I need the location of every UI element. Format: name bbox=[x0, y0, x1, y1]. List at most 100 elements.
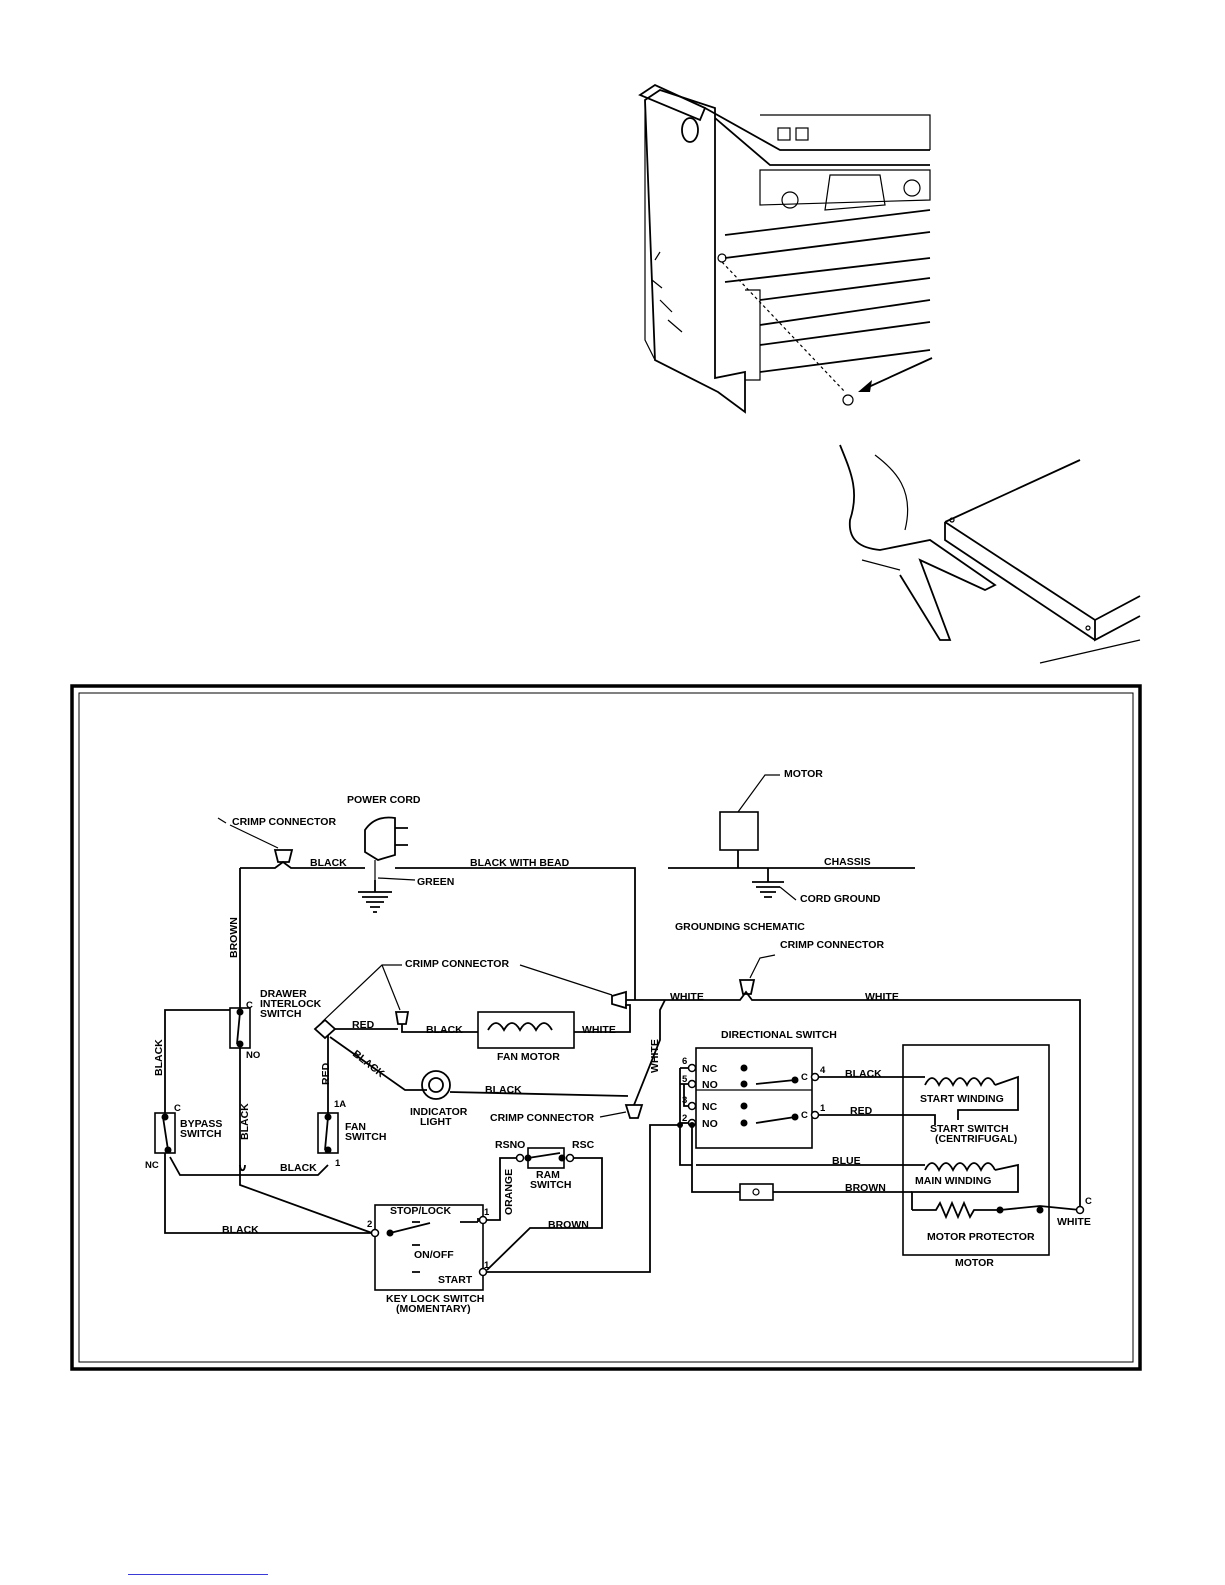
bypass-c-label: C bbox=[174, 1103, 181, 1114]
black-label-6: BLACK bbox=[845, 1068, 882, 1080]
fan-label: FAN bbox=[345, 1121, 366, 1133]
brown-label-2: BROWN bbox=[548, 1219, 589, 1231]
dir-4-label: 4 bbox=[820, 1065, 826, 1076]
fan-motor-label: FAN MOTOR bbox=[497, 1051, 560, 1063]
directional-switch-label: DIRECTIONAL SWITCH bbox=[721, 1029, 837, 1041]
crimp-connector-label-1: CRIMP CONNECTOR bbox=[232, 816, 336, 828]
black-label-2: BLACK bbox=[280, 1162, 317, 1174]
power-cord-label: POWER CORD bbox=[347, 794, 421, 806]
centrifugal-label: (CENTRIFUGAL) bbox=[935, 1133, 1017, 1145]
ground-symbol bbox=[358, 880, 392, 913]
fan-motor bbox=[477, 1011, 575, 1049]
interlock-c-label: C bbox=[246, 1000, 253, 1011]
crimp-connector bbox=[273, 849, 294, 863]
keylock-1-bottom-label: 1 bbox=[484, 1260, 490, 1271]
black-label-vertical-1: BLACK bbox=[153, 1039, 165, 1076]
wiring-schematic bbox=[154, 774, 1085, 1291]
blue-label: BLUE bbox=[832, 1155, 861, 1167]
motor-ground-box bbox=[719, 811, 759, 851]
start-switch-label: START SWITCH bbox=[930, 1123, 1009, 1135]
main-winding-label: MAIN WINDING bbox=[915, 1175, 991, 1187]
orange-label: ORANGE bbox=[503, 1169, 515, 1215]
white-label-4: WHITE bbox=[1057, 1216, 1091, 1228]
ram-label: RAM bbox=[536, 1169, 560, 1181]
keylock-2-label: 2 bbox=[367, 1219, 372, 1230]
momentary-label: (MOMENTARY) bbox=[396, 1303, 471, 1315]
stop-lock-label: STOP/LOCK bbox=[390, 1205, 451, 1217]
black-label-4: BLACK bbox=[426, 1024, 463, 1036]
diamond-connector bbox=[313, 1018, 337, 1040]
dir-1-label: 1 bbox=[820, 1103, 826, 1114]
indicator-light bbox=[421, 1070, 451, 1100]
ground-motor-label: MOTOR bbox=[784, 768, 823, 780]
dir-no-bottom: NO bbox=[702, 1118, 718, 1130]
black-with-bead-label: BLACK WITH BEAD bbox=[470, 857, 570, 869]
black-label-5: BLACK bbox=[485, 1084, 522, 1096]
dir-c-top: C bbox=[801, 1072, 808, 1083]
crimp-connector-right bbox=[611, 990, 627, 1010]
dir-2-label: 2 bbox=[682, 1113, 687, 1124]
red-label-vertical: RED bbox=[320, 1062, 332, 1085]
interlock-no-label: NO bbox=[246, 1050, 260, 1061]
dir-6-label: 6 bbox=[682, 1056, 687, 1067]
white-label-3: WHITE bbox=[865, 991, 899, 1003]
red-label-2: RED bbox=[850, 1105, 873, 1117]
keylock-1-top-label: 1 bbox=[484, 1207, 490, 1218]
chassis-label: CHASSIS bbox=[824, 856, 871, 868]
white-label-1: WHITE bbox=[582, 1024, 616, 1036]
dir-no-top: NO bbox=[702, 1079, 718, 1091]
cord-ground-label: CORD GROUND bbox=[800, 893, 881, 905]
crimp-connector-label-4: CRIMP CONNECTOR bbox=[780, 939, 884, 951]
dir-c-bottom: C bbox=[801, 1110, 808, 1121]
interlock-label: INTERLOCK bbox=[260, 998, 322, 1010]
dir-5-label: 5 bbox=[682, 1074, 688, 1085]
switch-label: SWITCH bbox=[260, 1008, 301, 1020]
panel-pry-illustration bbox=[839, 444, 1141, 664]
black-label-diagonal: BLACK bbox=[350, 1048, 387, 1080]
crimp-connector-label-2: CRIMP CONNECTOR bbox=[405, 958, 509, 970]
bypass-label: BYPASS bbox=[180, 1118, 222, 1130]
fan-switch-label: SWITCH bbox=[345, 1131, 386, 1143]
dir-nc-bottom: NC bbox=[702, 1101, 718, 1113]
black-label-3: BLACK bbox=[222, 1224, 259, 1236]
crimp-connector-fan bbox=[394, 1011, 410, 1025]
start-winding-label: START WINDING bbox=[920, 1093, 1004, 1105]
red-label: RED bbox=[352, 1019, 375, 1031]
dir-3-label: 3 bbox=[682, 1095, 687, 1106]
brown-label-vertical: BROWN bbox=[228, 917, 240, 958]
black-label-1: BLACK bbox=[310, 857, 347, 869]
key-lock-switch bbox=[374, 1204, 484, 1291]
drawer-label: DRAWER bbox=[260, 988, 307, 1000]
crimp-connector-label-3: CRIMP CONNECTOR bbox=[490, 1112, 594, 1124]
black-label-vertical-2: BLACK bbox=[239, 1103, 251, 1140]
ram-switch-label: SWITCH bbox=[530, 1179, 571, 1191]
bypass-nc-label: NC bbox=[145, 1160, 159, 1171]
cord-ground-symbol bbox=[752, 881, 784, 898]
start-label: START bbox=[438, 1274, 473, 1286]
motor-label: MOTOR bbox=[955, 1257, 994, 1269]
motor-c-label: C bbox=[1085, 1196, 1092, 1207]
footer-link-line bbox=[128, 1574, 268, 1575]
key-lock-switch-label: KEY LOCK SWITCH bbox=[386, 1293, 484, 1305]
green-label: GREEN bbox=[417, 876, 454, 888]
bypass-switch-label: SWITCH bbox=[180, 1128, 221, 1140]
dir-nc-top: NC bbox=[702, 1063, 718, 1075]
grounding-schematic-label: GROUNDING SCHEMATIC bbox=[675, 921, 805, 933]
rsno-label: RSNO bbox=[495, 1139, 525, 1151]
on-off-label: ON/OFF bbox=[414, 1249, 454, 1261]
schematic-inner-frame bbox=[78, 692, 1134, 1363]
chassis-illustration bbox=[638, 83, 933, 414]
light-label: LIGHT bbox=[420, 1116, 452, 1128]
crimp-connector-white bbox=[738, 979, 756, 995]
rsc-label: RSC bbox=[572, 1139, 595, 1151]
motor-protector-label: MOTOR PROTECTOR bbox=[927, 1231, 1035, 1243]
white-label-vertical: WHITE bbox=[649, 1039, 661, 1073]
fan-1a-label: 1A bbox=[334, 1099, 346, 1110]
fan-1-label: 1 bbox=[335, 1158, 341, 1169]
directional-switch bbox=[695, 1047, 813, 1149]
white-label-2: WHITE bbox=[670, 991, 704, 1003]
schematic-frame bbox=[70, 684, 1142, 1371]
power-cord-plug bbox=[364, 816, 396, 861]
brown-label-3: BROWN bbox=[845, 1182, 886, 1194]
